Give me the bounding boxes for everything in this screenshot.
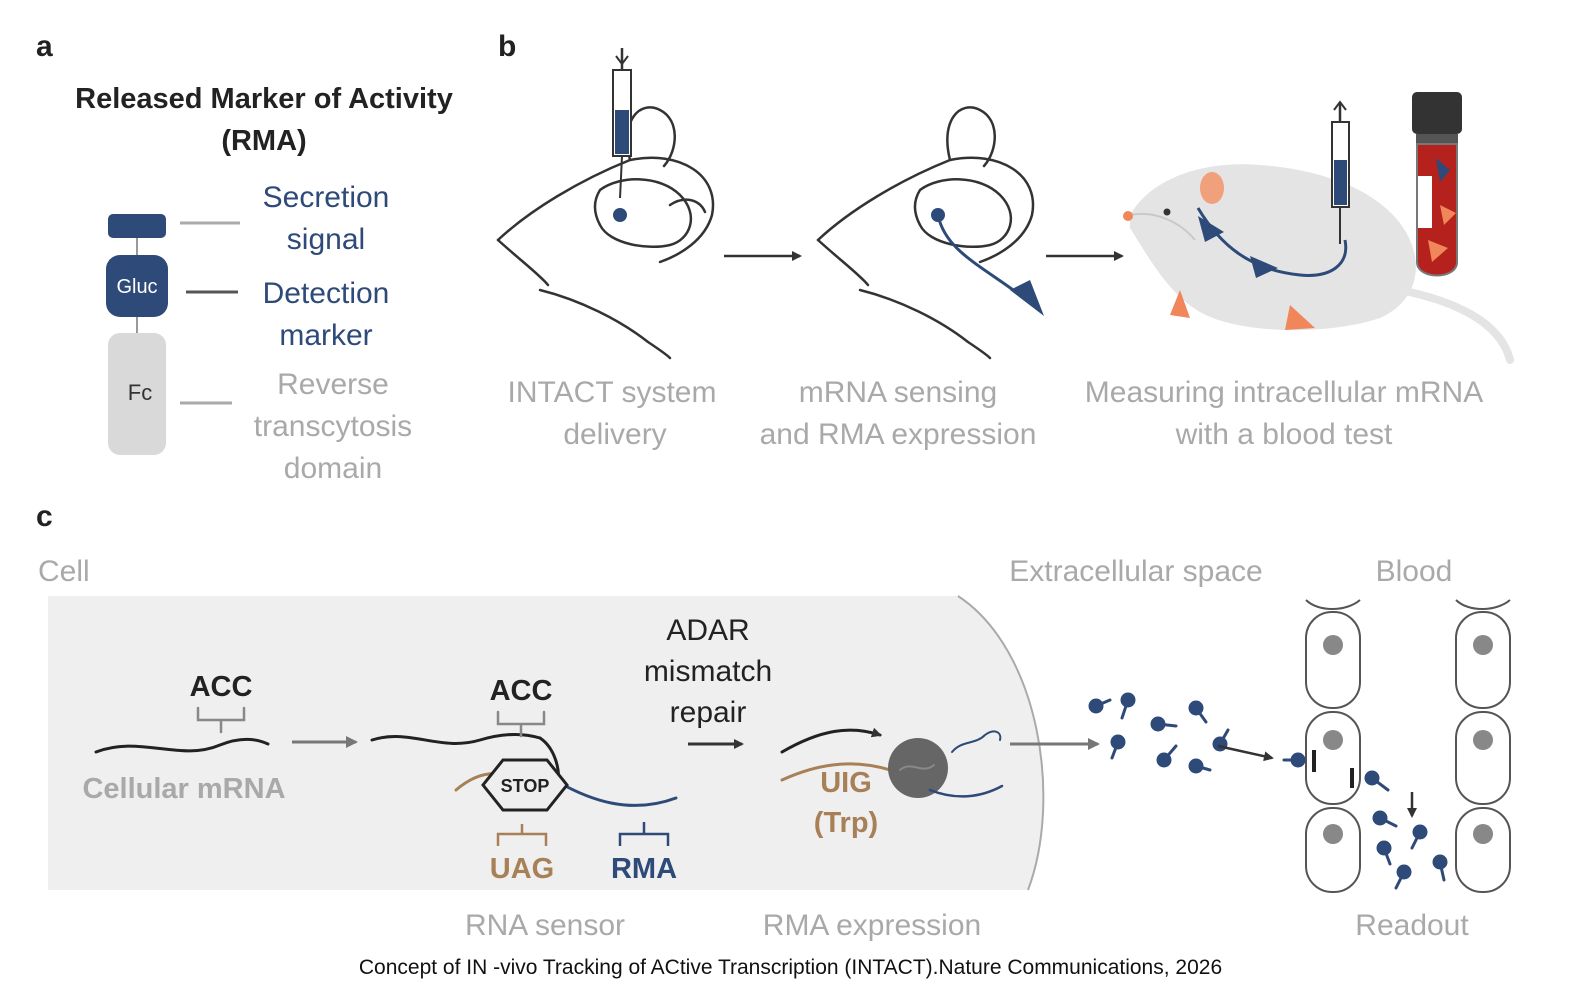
adar-label-line3: repair	[670, 696, 747, 729]
rma-label: RMA	[611, 853, 677, 885]
rna-sensor-strand	[370, 710, 678, 807]
step3-label-line1: Measuring intracellular mRNA	[1085, 376, 1483, 409]
fc-block	[108, 333, 166, 455]
mouse-head-delivery-illustration	[496, 106, 715, 360]
blood-tube-icon	[1412, 92, 1462, 277]
uag-label: UAG	[490, 853, 554, 885]
trp-label: (Trp)	[814, 807, 878, 839]
reverse-transcytosis-line1: Reverse	[277, 368, 389, 401]
rna-sensor-label: RNA sensor	[465, 909, 625, 942]
mouse-head-sensing-illustration	[816, 106, 1035, 360]
acc-label-1: ACC	[190, 671, 253, 703]
stop-label: STOP	[501, 776, 550, 796]
ribosome-translation-illustration	[780, 727, 1004, 798]
figure-caption: Concept of IN -vivo Tracking of ACtive T…	[358, 956, 1223, 979]
rma-expression-label: RMA expression	[763, 909, 981, 942]
acc-label-2: ACC	[490, 675, 553, 707]
gluc-label: Gluc	[116, 276, 157, 298]
cell-label: Cell	[38, 555, 90, 588]
arrow-extracellular-to-blood	[1217, 744, 1274, 762]
secretion-signal-block	[108, 214, 166, 238]
uig-label: UIG	[820, 767, 872, 799]
endothelial-cell-columns	[1305, 599, 1511, 893]
secretion-signal-line1: Secretion	[263, 181, 390, 214]
cell-nuclei	[1323, 635, 1493, 844]
syringe-icon	[612, 48, 632, 199]
fc-label: Fc	[128, 380, 152, 405]
reverse-transcytosis-line2: transcytosis	[254, 410, 412, 443]
step2-label-line2: and RMA expression	[760, 418, 1037, 451]
rma-construct-diagram: Gluc Fc	[106, 214, 240, 455]
rma-title-line2: (RMA)	[221, 125, 306, 157]
step3-label-line2: with a blood test	[1175, 418, 1393, 451]
cellular-mrna-label: Cellular mRNA	[82, 773, 285, 805]
secreted-rma-molecules	[1088, 692, 1230, 774]
detection-marker-line2: marker	[279, 319, 372, 352]
sensing-arrowhead	[1010, 280, 1044, 316]
panel-letter-c: c	[36, 500, 53, 533]
stop-codon-icon	[481, 758, 569, 812]
rma-title-line1: Released Marker of Activity	[75, 83, 453, 115]
adar-label-line1: ADAR	[666, 614, 749, 647]
extracellular-space-label: Extracellular space	[1009, 555, 1262, 588]
readout-label: Readout	[1355, 909, 1469, 942]
gluc-block	[106, 255, 168, 317]
step1-label-line1: INTACT system	[508, 376, 717, 409]
blood-label: Blood	[1376, 555, 1453, 588]
step2-label-line1: mRNA sensing	[799, 376, 997, 409]
panel-letter-b: b	[498, 30, 516, 63]
detection-marker-line1: Detection	[263, 277, 390, 310]
step1-label-line2: delivery	[563, 418, 666, 451]
panel-letter-a: a	[36, 30, 53, 63]
reverse-transcytosis-line3: domain	[284, 452, 382, 485]
blood-draw-syringe-icon	[1331, 100, 1350, 244]
cellular-mrna-strand	[94, 706, 270, 754]
blood-rma-molecules	[1282, 750, 1448, 890]
secretion-signal-line2: signal	[287, 223, 365, 256]
adar-label-line2: mismatch	[644, 655, 772, 688]
